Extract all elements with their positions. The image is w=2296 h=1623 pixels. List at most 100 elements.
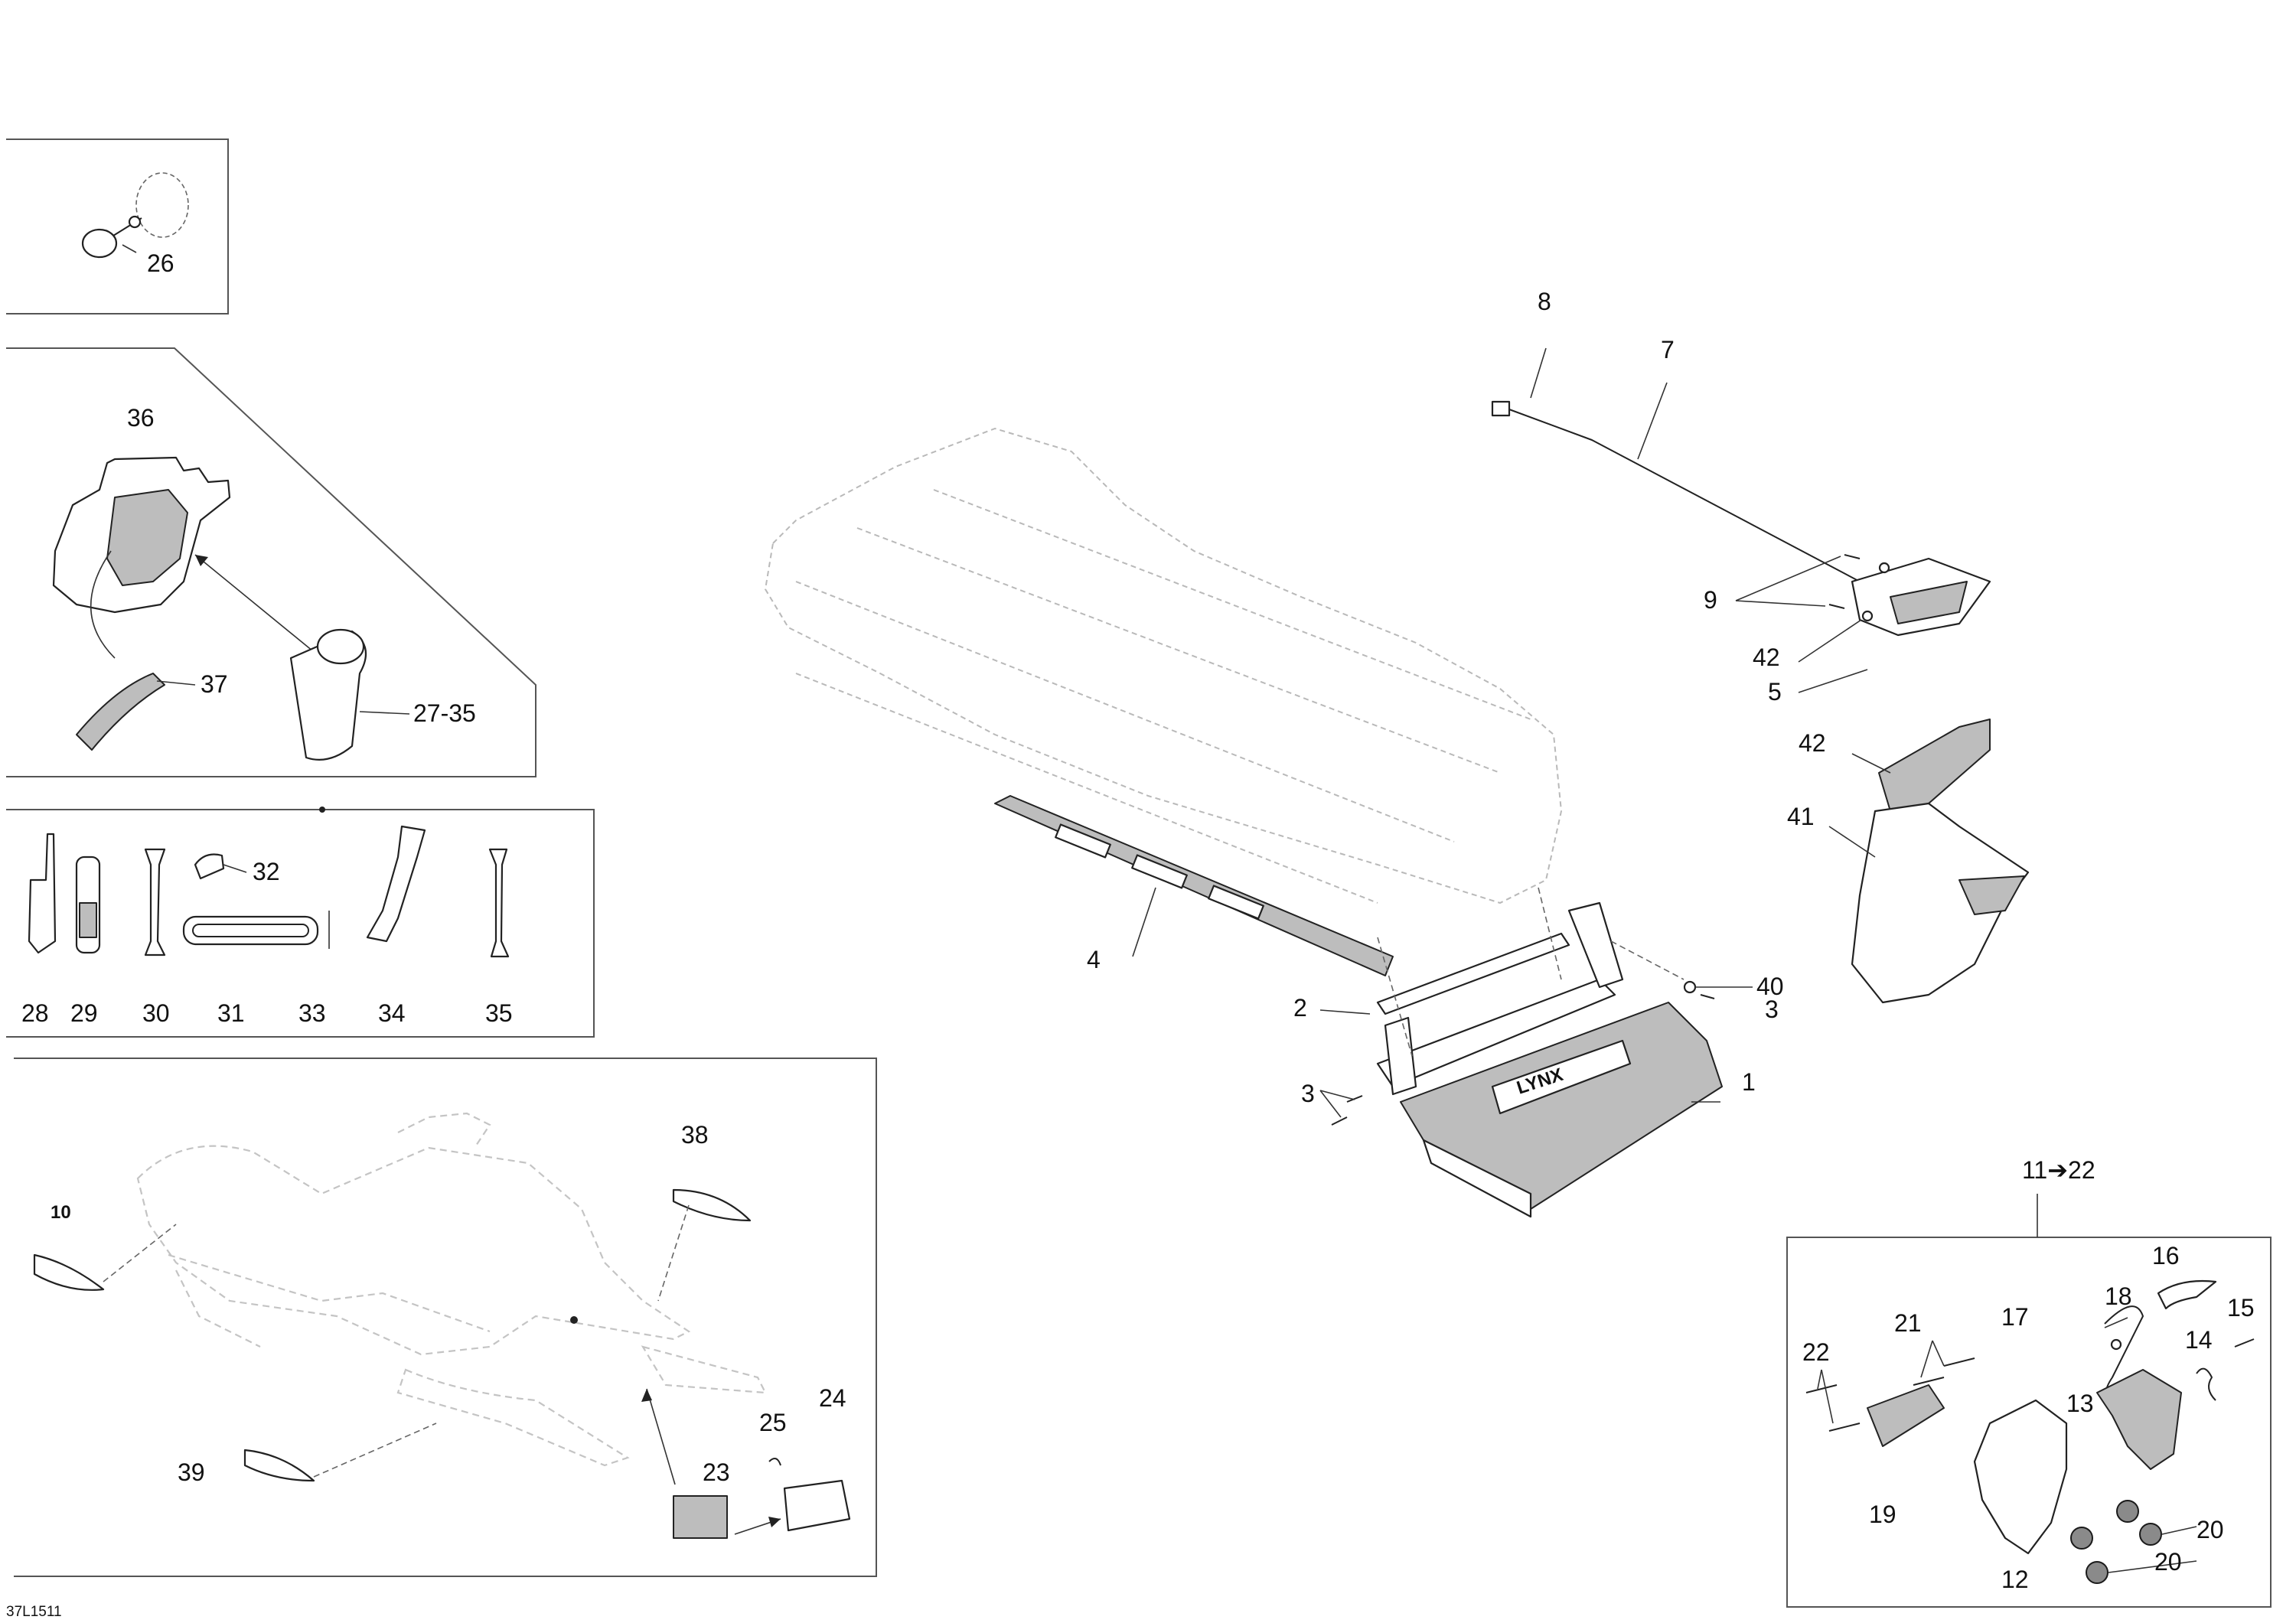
tool-bag-parts bbox=[52, 456, 367, 761]
sled-body bbox=[136, 1145, 691, 1356]
sled-outline bbox=[136, 1112, 767, 1467]
bumper-bracket-left bbox=[1384, 1016, 1417, 1096]
tunnel-rail-3 bbox=[933, 489, 1531, 720]
mirror-pivot bbox=[128, 215, 142, 229]
tunnel-rail-4 bbox=[795, 673, 1378, 904]
pin-15 bbox=[2234, 1338, 2255, 1348]
washer-42-b bbox=[1861, 610, 1874, 622]
decal-parts bbox=[33, 1188, 851, 1539]
screw-9-b bbox=[1828, 604, 1845, 609]
leader-17 bbox=[2104, 1317, 2128, 1328]
plate-19 bbox=[1867, 1384, 1945, 1447]
callout-39: 39 bbox=[178, 1458, 205, 1486]
leader-38 bbox=[657, 1204, 690, 1302]
tail-light-assembly bbox=[1491, 347, 1991, 693]
leader-20a bbox=[2161, 1526, 2197, 1535]
leader-3a bbox=[1319, 1090, 1342, 1118]
snow-flap-body bbox=[1400, 1002, 1723, 1210]
callout-21: 21 bbox=[1894, 1309, 1922, 1337]
arrow-23 bbox=[646, 1388, 676, 1485]
callout-27-35: 27-35 bbox=[413, 699, 476, 727]
leader-4 bbox=[1132, 887, 1156, 957]
side-plate bbox=[994, 795, 1394, 976]
link-dot bbox=[319, 807, 325, 813]
callout-17: 17 bbox=[2001, 1303, 2029, 1331]
leader-10 bbox=[103, 1224, 177, 1282]
wrench-34 bbox=[366, 825, 426, 943]
decal-38 bbox=[672, 1188, 752, 1222]
plate-holder-24 bbox=[783, 1479, 851, 1532]
mirror-part bbox=[81, 172, 189, 259]
callout-42-a: 42 bbox=[1753, 644, 1780, 671]
side-plate-slot-1 bbox=[1055, 823, 1111, 859]
callout-30: 30 bbox=[142, 999, 170, 1027]
screw-3-left-a bbox=[1331, 1116, 1348, 1126]
frame-hitch-assembly bbox=[1786, 1237, 2272, 1608]
callout-37: 37 bbox=[201, 670, 228, 698]
callout-24: 24 bbox=[819, 1384, 846, 1412]
leader-3b bbox=[1319, 1090, 1355, 1100]
hitch-12 bbox=[1973, 1399, 2068, 1555]
sled-side bbox=[168, 1253, 491, 1333]
tunnel-rail-1 bbox=[795, 581, 1455, 842]
brand-plate bbox=[1491, 1039, 1632, 1115]
callout-labels: 1 2 3 3 4 5 7 8 9 10 11➔22 12 13 14 15 1… bbox=[21, 249, 2255, 1593]
nut-20-a bbox=[2116, 1500, 2139, 1523]
callout-42-b: 42 bbox=[1799, 729, 1826, 757]
washer-42-a bbox=[1878, 562, 1890, 574]
rear-bracket-assembly bbox=[1828, 719, 2030, 1004]
misc-leaders bbox=[122, 244, 410, 873]
tunnel-ghost bbox=[764, 427, 1563, 904]
callout-5: 5 bbox=[1768, 678, 1782, 706]
leader-21a bbox=[1932, 1340, 1945, 1367]
connector-8 bbox=[1491, 400, 1511, 417]
side-plate-slot-2 bbox=[1131, 854, 1188, 889]
leader-39 bbox=[313, 1423, 437, 1478]
callout-2: 2 bbox=[1293, 994, 1307, 1022]
screw-9-a bbox=[1844, 554, 1861, 559]
arrow-cylinder-to-bag bbox=[194, 554, 322, 659]
leader-42-b bbox=[1851, 753, 1891, 774]
callout-29: 29 bbox=[70, 999, 98, 1027]
hitch-assembly bbox=[1805, 1194, 2255, 1584]
light-housing-42 bbox=[1878, 719, 1991, 812]
nut-20-b bbox=[2139, 1523, 2162, 1546]
callout-25: 25 bbox=[759, 1409, 787, 1436]
callout-1: 1 bbox=[1742, 1068, 1756, 1096]
tool-roll-end bbox=[316, 628, 365, 665]
leader-8 bbox=[1530, 347, 1547, 399]
bolt-21-b bbox=[1913, 1377, 1945, 1386]
latch-13 bbox=[2096, 1369, 2182, 1470]
drop-line-2 bbox=[1538, 887, 1562, 980]
arrow-head-24 bbox=[768, 1517, 781, 1527]
screw-3-right bbox=[1700, 994, 1715, 999]
leader-2 bbox=[1319, 1009, 1371, 1015]
callout-26: 26 bbox=[147, 249, 174, 277]
leader-20b bbox=[2108, 1560, 2197, 1573]
frame-tool-kit bbox=[6, 809, 595, 1038]
tunnel-rail-2 bbox=[856, 527, 1501, 774]
leader-22b bbox=[1821, 1369, 1834, 1424]
callout-18: 18 bbox=[2105, 1282, 2132, 1310]
frame-mirror bbox=[6, 139, 229, 314]
callout-20-a: 20 bbox=[2197, 1516, 2224, 1543]
leader-5 bbox=[1798, 669, 1868, 693]
frame-tool-bag bbox=[6, 347, 536, 777]
clip-32 bbox=[194, 853, 225, 880]
leader-9b bbox=[1735, 600, 1826, 607]
wrench-35 bbox=[488, 848, 510, 958]
leader-37 bbox=[156, 680, 196, 686]
spring-14 bbox=[2196, 1367, 2216, 1401]
callout-22: 22 bbox=[1802, 1338, 1830, 1366]
drive-belt-inner bbox=[192, 924, 309, 937]
tool-bag-inner bbox=[106, 489, 188, 586]
callout-40: 40 bbox=[1756, 973, 1784, 1000]
callout-23: 23 bbox=[703, 1458, 730, 1486]
callout-41: 41 bbox=[1787, 803, 1815, 830]
mirror-base bbox=[81, 228, 118, 259]
socket-band bbox=[79, 902, 97, 938]
drop-line-3 bbox=[1610, 940, 1684, 980]
nut-20-c bbox=[2070, 1527, 2093, 1550]
drop-line-1 bbox=[1377, 937, 1413, 1057]
sled-dot bbox=[570, 1316, 578, 1324]
